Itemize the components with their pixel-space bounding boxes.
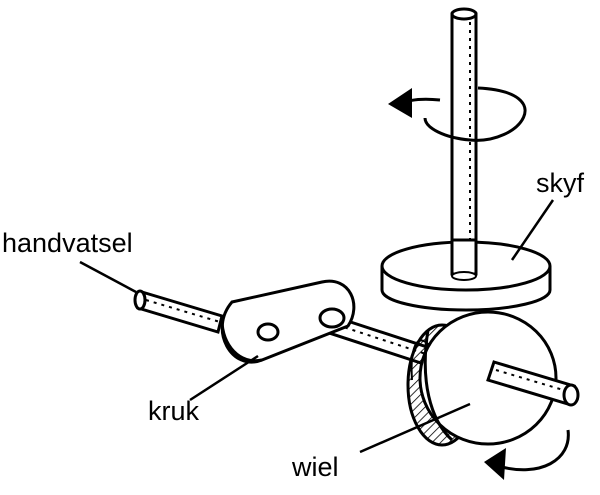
handle-rod: [133, 289, 224, 334]
leader-pulley: [510, 199, 555, 261]
crank-arm: [220, 279, 356, 364]
vertical-axle: [450, 7, 478, 278]
bottom-rotation-arrow: [484, 429, 570, 480]
label-handle: handvatsel: [2, 228, 133, 258]
leader-crank: [189, 354, 259, 402]
leader-wheel: [359, 402, 471, 454]
label-pulley: skyf: [536, 168, 585, 198]
top-rotation-arrow: [388, 86, 527, 142]
leader-lines: [79, 199, 555, 454]
leader-handle: [79, 260, 137, 294]
pulley: [380, 238, 552, 312]
label-crank: kruk: [148, 396, 200, 426]
label-wheel: wiel: [292, 452, 339, 482]
wheel-axle: [486, 360, 580, 407]
